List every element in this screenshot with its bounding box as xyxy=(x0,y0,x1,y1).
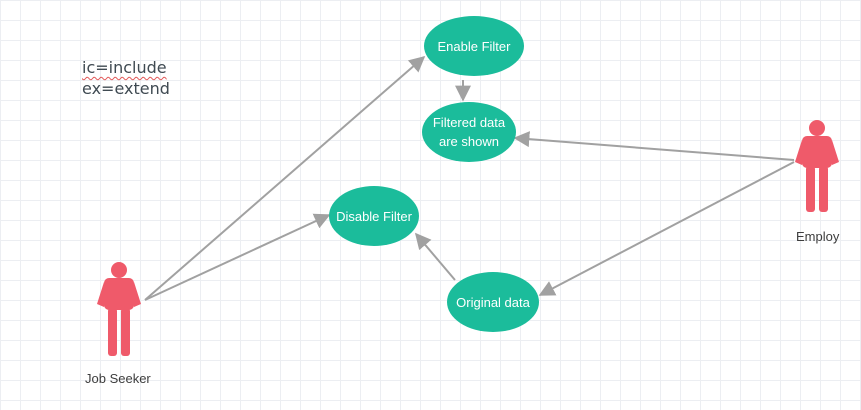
use-case-filtered-data-label: Filtered data are shown xyxy=(432,115,506,149)
use-case-enable-filter-label: Enable Filter xyxy=(437,38,511,54)
use-case-original-data[interactable]: Original data xyxy=(447,272,539,332)
legend: ic=include ex=extend xyxy=(82,57,170,99)
use-case-filtered-data[interactable]: Filtered data are shown xyxy=(422,102,516,162)
connector-jobseeker-enable-filter[interactable] xyxy=(144,55,426,301)
legend-include: ic=include xyxy=(82,58,167,77)
job-seeker-actor-icon[interactable] xyxy=(97,262,141,356)
connector-jobseeker-disable-filter[interactable] xyxy=(144,213,331,301)
job-seeker-label: Job Seeker xyxy=(85,371,151,386)
connector-original-to-disable[interactable] xyxy=(414,232,456,281)
connector-employ-original-data[interactable] xyxy=(538,161,795,296)
connector-employ-filtered-data[interactable] xyxy=(513,131,795,161)
use-case-disable-filter-label: Disable Filter xyxy=(336,208,412,224)
employ-label: Employ xyxy=(796,229,840,244)
legend-extend: ex=extend xyxy=(82,79,170,98)
use-case-enable-filter[interactable]: Enable Filter xyxy=(424,16,524,76)
employ-actor-icon[interactable] xyxy=(795,120,839,212)
use-case-original-data-label: Original data xyxy=(456,294,530,310)
use-case-disable-filter[interactable]: Disable Filter xyxy=(329,186,419,246)
